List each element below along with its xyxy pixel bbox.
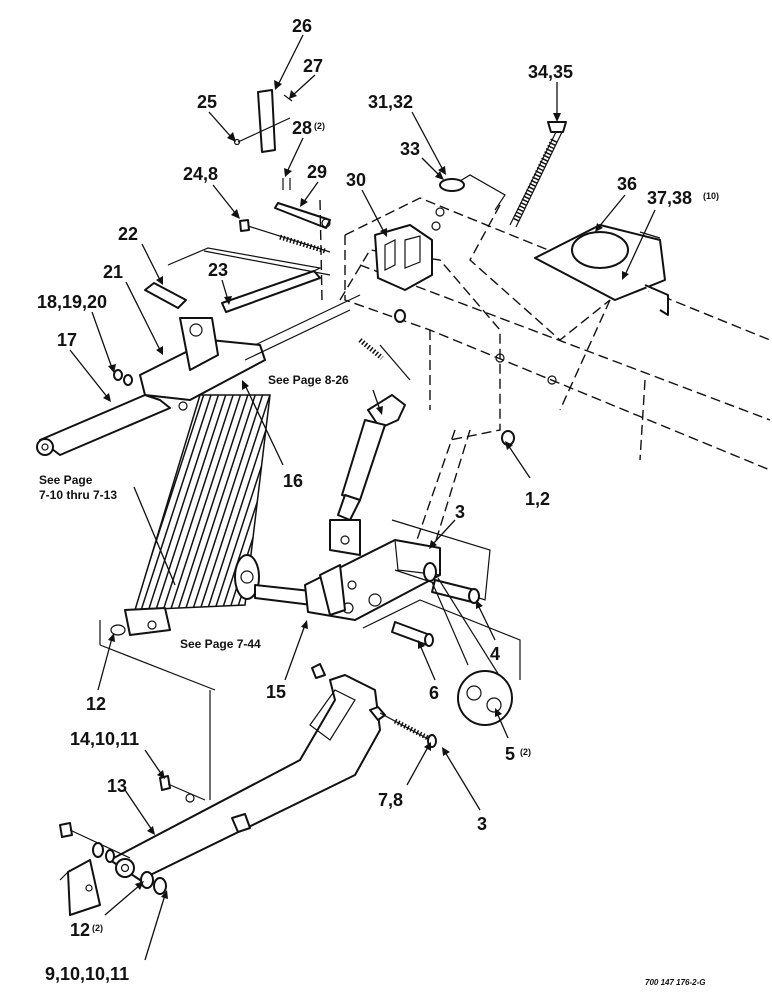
- telescoping-shaft: [329, 338, 411, 556]
- callout-9-10-10-11: 9,10,10,11: [45, 964, 129, 984]
- arm-21-17: [36, 294, 361, 456]
- callout-12-bottom: 12: [70, 920, 90, 940]
- callout-3-bottom: 3: [477, 814, 487, 834]
- callout-28-qty: (2): [314, 121, 325, 131]
- drawing-code: 700 147 176-2-G: [645, 978, 706, 987]
- callout-26: 26: [292, 16, 312, 36]
- callout-36: 36: [617, 174, 637, 194]
- callout-29: 29: [307, 162, 327, 182]
- callout-21: 21: [103, 262, 123, 282]
- tube-15: [234, 519, 521, 680]
- callout-15: 15: [266, 682, 286, 702]
- callout-24-8: 24,8: [183, 164, 218, 184]
- callout-22: 22: [118, 224, 138, 244]
- bars-22-23: [144, 247, 331, 313]
- pins-28-29: [274, 178, 331, 301]
- hardware-bottom: [59, 620, 437, 895]
- ref-page-7-10-line2: 7-10 thru 7-13: [39, 488, 117, 502]
- shield-36: [534, 224, 669, 316]
- callout-31-32: 31,32: [368, 92, 413, 112]
- callout-1-2: 1,2: [525, 489, 550, 509]
- bolt-34: [509, 121, 567, 228]
- nut-1: [113, 309, 515, 446]
- callout-23: 23: [208, 260, 228, 280]
- callout-3-top: 3: [455, 502, 465, 522]
- ref-page-7-10-line1: See Page: [39, 473, 93, 487]
- callout-37-38: 37,38: [647, 188, 692, 208]
- callout-37-38-qty: (10): [703, 191, 719, 201]
- callout-12-bottom-qty: (2): [92, 923, 103, 933]
- callout-4: 4: [490, 644, 500, 664]
- callout-18-19-20: 18,19,20: [37, 292, 107, 312]
- bolt-24: [239, 219, 331, 254]
- callout-7-8: 7,8: [378, 790, 403, 810]
- part-26-assembly: [233, 89, 293, 153]
- callout-33: 33: [400, 139, 420, 159]
- callout-17: 17: [57, 330, 77, 350]
- page-references: See Page 8-26 See Page 7-10 thru 7-13 Se…: [39, 373, 349, 651]
- plate-31: [431, 174, 506, 231]
- callout-13: 13: [107, 776, 127, 796]
- spring-assembly-16: [110, 394, 271, 636]
- callout-14-10-11: 14,10,11: [70, 729, 139, 749]
- callout-16: 16: [283, 471, 303, 491]
- callout-5: 5: [505, 744, 515, 764]
- leader-lines: [69, 34, 656, 961]
- bracket-30: [374, 224, 433, 291]
- callout-5-qty: (2): [520, 747, 531, 757]
- callouts: 26 27 25 28 (2) 31,32 34,35 33 24,8 29 3…: [37, 16, 719, 984]
- callout-30: 30: [346, 170, 366, 190]
- callout-25: 25: [197, 92, 217, 112]
- callout-6: 6: [429, 683, 439, 703]
- callout-12-top: 12: [86, 694, 106, 714]
- ref-page-8-26: See Page 8-26: [268, 373, 349, 387]
- callout-34-35: 34,35: [528, 62, 573, 82]
- ref-page-7-44: See Page 7-44: [180, 637, 261, 651]
- callout-27: 27: [303, 56, 323, 76]
- callout-28: 28: [292, 118, 312, 138]
